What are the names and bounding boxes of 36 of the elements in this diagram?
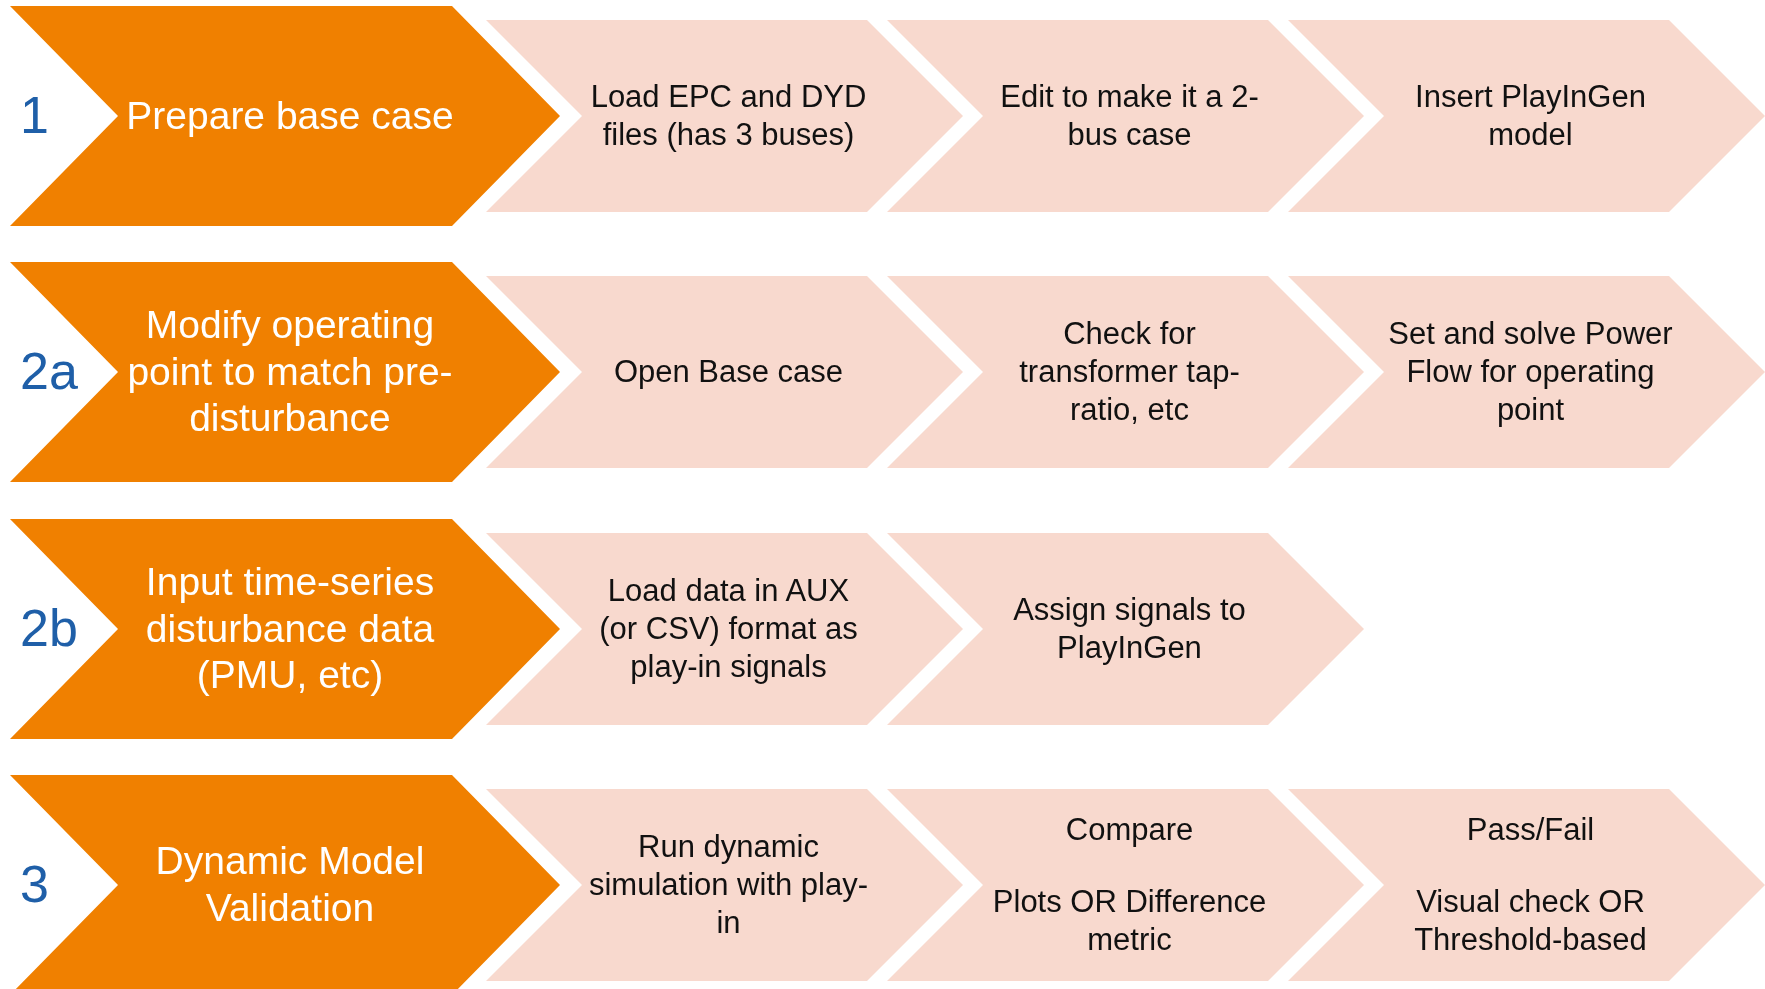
chevron-step <box>486 533 963 725</box>
chevron-step <box>10 262 560 482</box>
step-number: 2b <box>20 598 78 658</box>
chevron-step <box>10 775 560 989</box>
step-text: Load EPC and DYD files (has 3 buses) <box>589 78 868 154</box>
step-text: Run dynamic simulation with play-in <box>587 828 870 942</box>
step-text: Edit to make it a 2-bus case <box>999 78 1260 154</box>
step-text: Plots OR Difference metric <box>991 883 1268 959</box>
step-number: 2a <box>20 341 78 401</box>
chevron-step <box>1288 789 1765 981</box>
step-text: Dynamic Model Validation <box>154 838 426 931</box>
step-text: Open Base case <box>613 353 844 391</box>
chevron-step <box>887 276 1364 468</box>
chevron-step <box>1288 276 1765 468</box>
chevron-step <box>887 20 1364 212</box>
step-text: Assign signals to PlayInGen <box>1012 591 1247 667</box>
step-text: Load data in AUX (or CSV) format as play-in signals <box>598 572 859 686</box>
step-text: Input time-series disturbance data (PMU, etc) <box>144 558 436 699</box>
step-number: 1 <box>20 85 49 145</box>
chevron-step <box>486 20 963 212</box>
chevron-step <box>10 519 560 739</box>
chevron-step <box>486 789 963 981</box>
step-text: Prepare base case <box>126 92 454 139</box>
chevron-step <box>887 789 1364 981</box>
chevron-step <box>887 533 1364 725</box>
step-text: Pass/Fail <box>1466 811 1595 850</box>
step-text: Check for transformer tap-ratio, etc <box>1018 315 1241 429</box>
step-text: Insert PlayInGen model <box>1414 78 1647 154</box>
chevron-step <box>1288 20 1765 212</box>
chevron-step <box>10 6 560 226</box>
step-text: Set and solve Power Flow for operating point <box>1388 315 1673 429</box>
step-number: 3 <box>20 854 49 914</box>
step-text: Modify operating point to match pre-disturbance <box>126 301 454 442</box>
chevron-step <box>486 276 963 468</box>
step-text: Visual check OR Threshold-based <box>1413 883 1648 959</box>
step-text: Compare <box>1065 811 1194 850</box>
